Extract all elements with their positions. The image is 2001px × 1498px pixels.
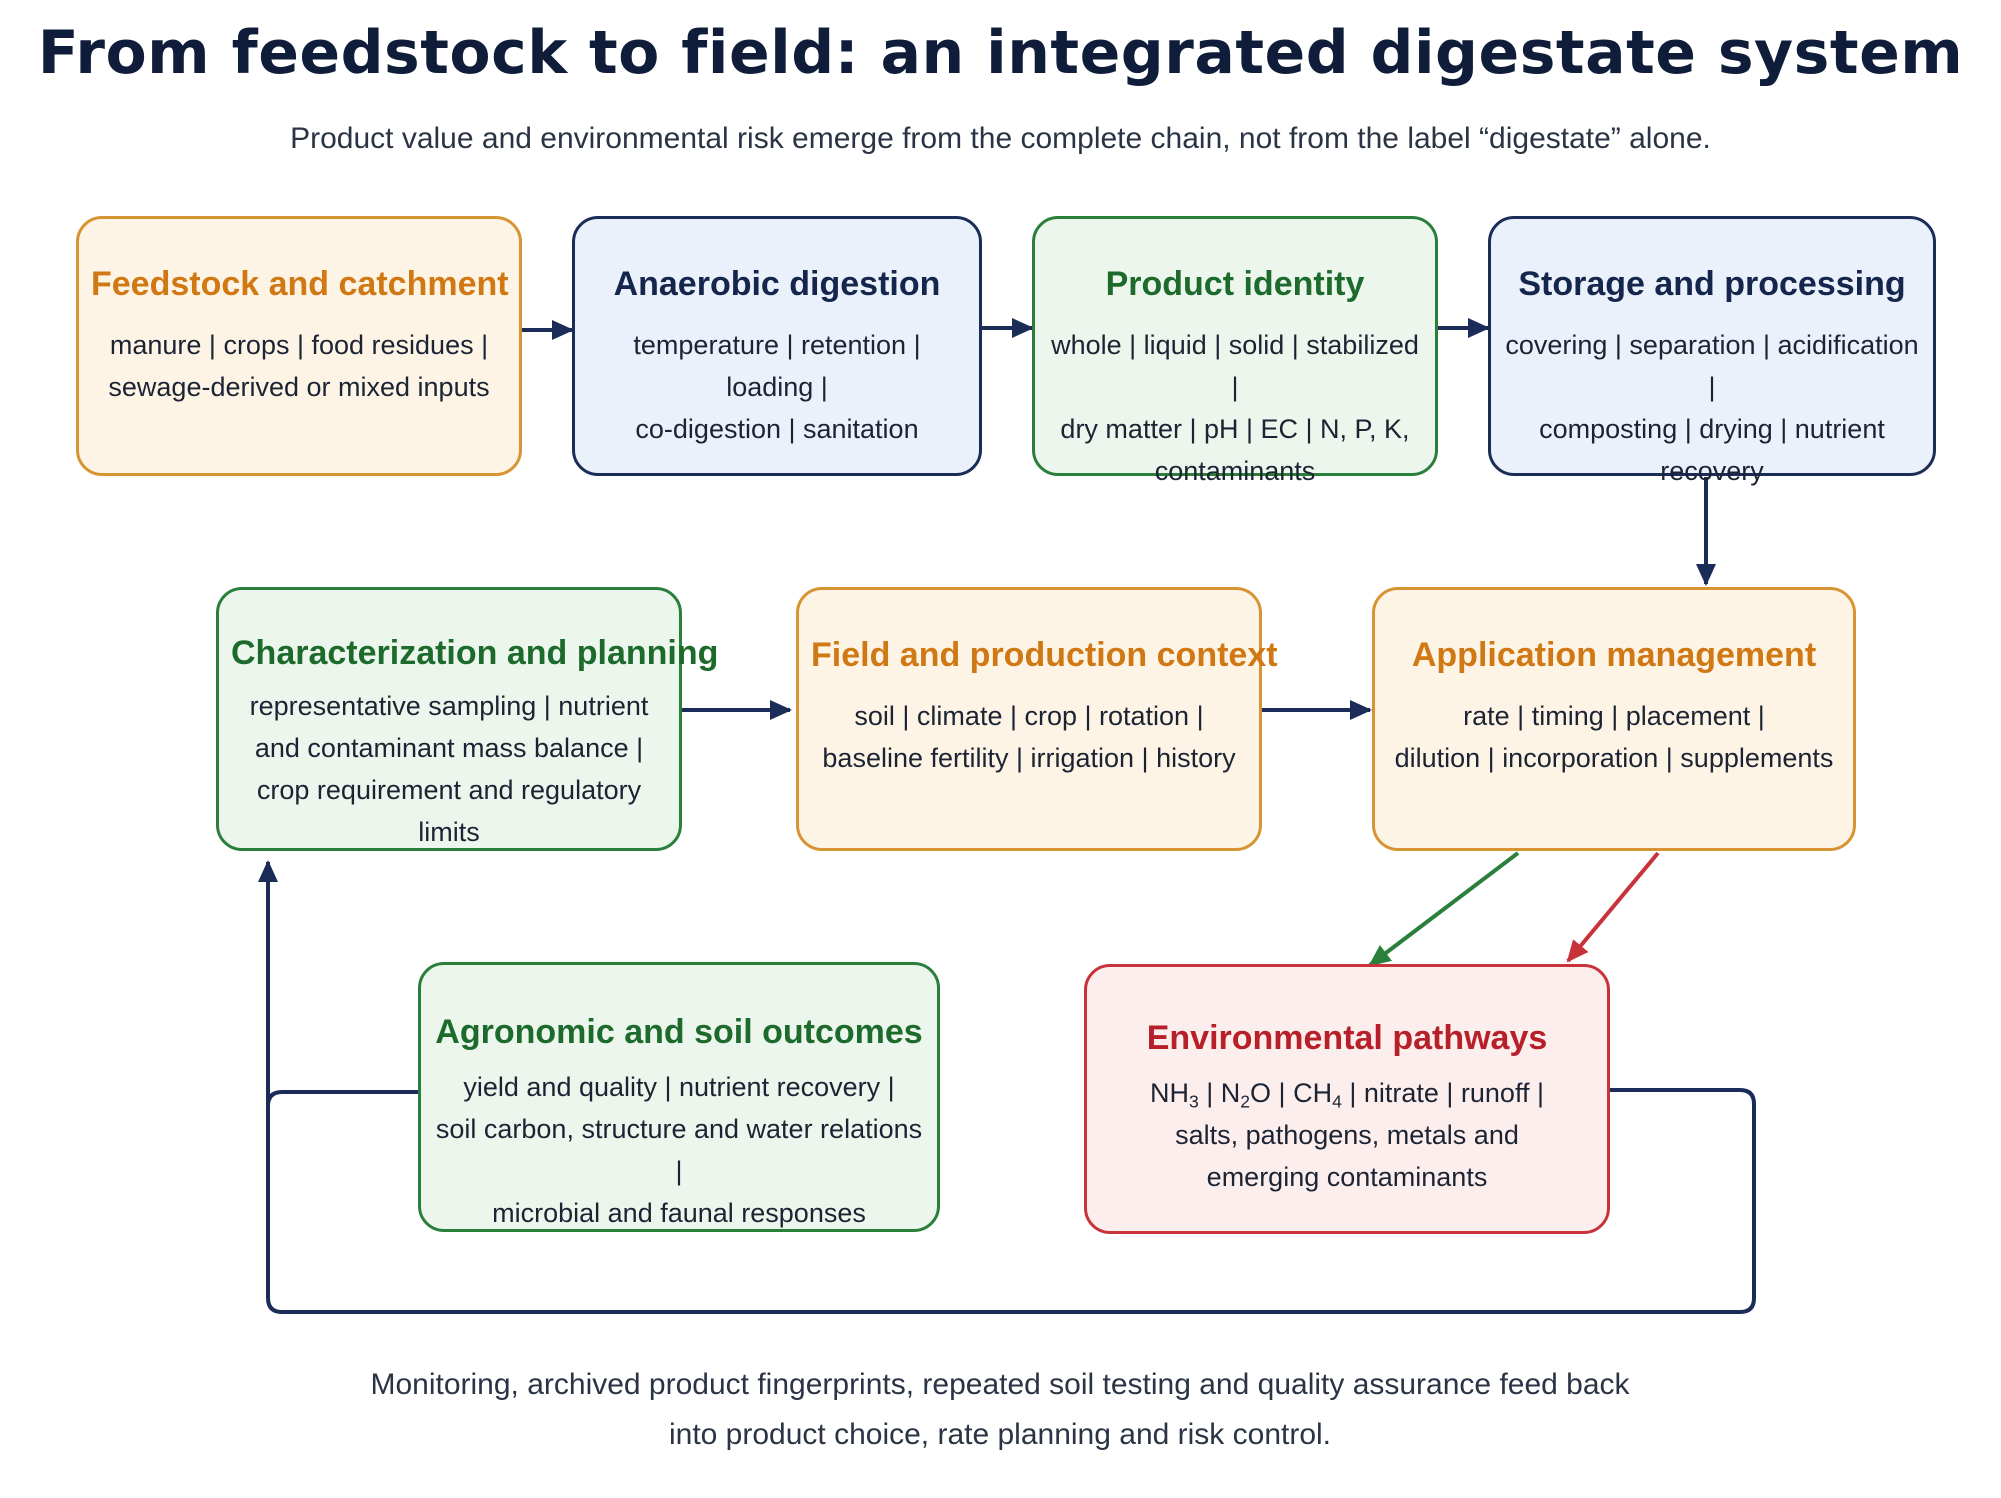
box-line: co-digestion | sanitation <box>635 414 919 444</box>
box-body: representative sampling | nutrient and c… <box>231 685 667 853</box>
box-heading: Environmental pathways <box>1146 1019 1548 1057</box>
box-line: emerging contaminants <box>1206 1162 1488 1192</box>
box-body: yield and quality | nutrient recovery | … <box>433 1066 925 1234</box>
box-product-identity: Product identity whole | liquid | solid … <box>1032 216 1438 486</box>
box-line: dilution | incorporation | supplements <box>1394 743 1834 773</box>
box-line: temperature | retention | loading | <box>633 330 921 402</box>
subscript: 2 <box>1240 1091 1251 1112</box>
subscript: 4 <box>1332 1091 1342 1112</box>
arrow-application-to-environmental-red <box>1566 851 1660 963</box>
box-line: and contaminant mass balance | <box>254 733 644 763</box>
box-line: manure | crops | food residues | <box>109 330 489 360</box>
box-line: covering | separation | acidification | <box>1505 330 1919 402</box>
box-line: composting | drying | nutrient recovery <box>1539 414 1885 486</box>
box-heading: Application management <box>1411 636 1817 674</box>
box-line: soil | climate | crop | rotation | <box>854 701 1204 731</box>
box-body: manure | crops | food residues | sewage-… <box>91 324 507 408</box>
gas-n2o: | N <box>1198 1078 1241 1108</box>
box-line: representative sampling | nutrient <box>249 691 649 721</box>
box-feedstock-and-catchment: Feedstock and catchment manure | crops |… <box>76 216 522 476</box>
box-body: covering | separation | acidification | … <box>1503 324 1921 492</box>
gas-ch4: O | CH <box>1250 1078 1333 1108</box>
box-body: whole | liquid | solid | stabilized | dr… <box>1047 324 1423 492</box>
box-storage-and-processing: Storage and processing covering | separa… <box>1488 216 1936 486</box>
box-heading: Characterization and planning <box>231 634 719 672</box>
box-heading: Product identity <box>1105 265 1365 303</box>
box-heading: Field and production context <box>811 636 1278 674</box>
box-agronomic-and-soil-outcomes: Agronomic and soil outcomes yield and qu… <box>418 962 940 1232</box>
box-line: crop requirement and regulatory limits <box>256 775 642 847</box>
box-line: contaminants <box>1154 456 1316 486</box>
box-field-and-production-context: Field and production context soil | clim… <box>796 587 1278 851</box>
subscript: 3 <box>1189 1091 1199 1112</box>
box-environmental-pathways: Environmental pathways NH3 | N2O | CH4 |… <box>1084 964 1610 1234</box>
box-heading: Agronomic and soil outcomes <box>435 1013 923 1051</box>
box-body: temperature | retention | loading | co-d… <box>587 324 967 450</box>
box-anaerobic-digestion: Anaerobic digestion temperature | retent… <box>572 216 982 476</box>
box-application-management: Application management rate | timing | p… <box>1372 587 1856 851</box>
box-heading: Anaerobic digestion <box>613 265 941 303</box>
box-heading: Feedstock and catchment <box>91 265 509 303</box>
box-line: salts, pathogens, metals and <box>1175 1120 1519 1150</box>
gas-nh3: NH <box>1150 1078 1189 1108</box>
box-line-gases: NH3 | N2O | CH4 | nitrate | runoff | <box>1099 1072 1595 1114</box>
box-body: NH3 | N2O | CH4 | nitrate | runoff | sal… <box>1099 1072 1595 1198</box>
box-line: soil carbon, structure and water relatio… <box>435 1114 923 1186</box>
page-subtitle: Product value and environmental risk eme… <box>290 122 1711 155</box>
box-body: soil | climate | crop | rotation | basel… <box>811 695 1247 779</box>
box-line: dry matter | pH | EC | N, P, K, <box>1060 414 1410 444</box>
box-line: whole | liquid | solid | stabilized | <box>1051 330 1419 402</box>
box-line: rate | timing | placement | <box>1463 701 1765 731</box>
arrow-application-to-environmental-green <box>1368 851 1520 967</box>
box-line: sewage-derived or mixed inputs <box>108 372 490 402</box>
box-characterization-and-planning: Characterization and planning representa… <box>216 587 719 853</box>
page-title: From feedstock to field: an integrated d… <box>37 18 1964 88</box>
feedback-caption: Monitoring, archived product fingerprint… <box>300 1360 1700 1460</box>
caption-line: Monitoring, archived product fingerprint… <box>370 1368 1630 1401</box>
pathway-list: | nitrate | runoff | <box>1341 1078 1544 1108</box>
box-heading: Storage and processing <box>1518 265 1906 303</box>
box-line: baseline fertility | irrigation | histor… <box>822 743 1236 773</box>
box-line: yield and quality | nutrient recovery | <box>463 1072 895 1102</box>
caption-line: into product choice, rate planning and r… <box>668 1418 1332 1451</box>
box-body: rate | timing | placement | dilution | i… <box>1387 695 1841 779</box>
box-line: microbial and faunal responses <box>492 1198 866 1228</box>
